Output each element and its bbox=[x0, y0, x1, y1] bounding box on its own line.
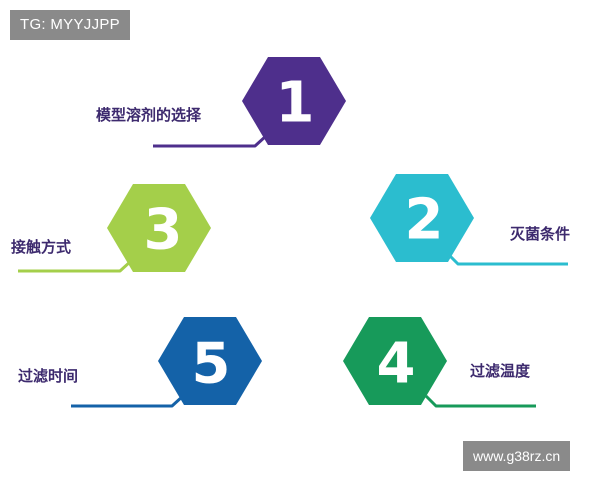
step-2-underline bbox=[446, 252, 568, 266]
step-2-number: 2 bbox=[405, 188, 444, 253]
step-3-number: 3 bbox=[144, 198, 183, 263]
step-5: 5 bbox=[71, 317, 262, 408]
step-4-number: 4 bbox=[377, 332, 416, 397]
tg-tag: TG: MYYJJPP bbox=[10, 10, 130, 40]
step-3: 3 bbox=[18, 184, 211, 273]
step-1-number: 1 bbox=[276, 71, 315, 136]
step-4: 4 bbox=[343, 317, 536, 408]
step-5-underline bbox=[71, 394, 185, 408]
step-5-hexagon bbox=[158, 317, 262, 405]
step-2-label: 灭菌条件 bbox=[510, 225, 571, 243]
step-2-hexagon bbox=[370, 174, 474, 262]
site-tag: www.g38rz.cn bbox=[463, 441, 571, 471]
step-1-label: 模型溶剂的选择 bbox=[96, 106, 202, 124]
step-5-label: 过滤时间 bbox=[18, 367, 79, 385]
step-2: 2 bbox=[370, 174, 568, 266]
step-3-hexagon bbox=[107, 184, 211, 272]
step-4-label: 过滤温度 bbox=[470, 362, 531, 380]
step-3-underline bbox=[18, 259, 133, 273]
step-1-hexagon bbox=[242, 57, 346, 145]
step-5-number: 5 bbox=[192, 332, 231, 397]
step-4-hexagon bbox=[343, 317, 447, 405]
step-1-underline bbox=[153, 134, 268, 148]
step-3-label: 接触方式 bbox=[11, 238, 72, 256]
step-4-underline bbox=[424, 394, 536, 408]
step-1: 1 bbox=[153, 57, 346, 148]
